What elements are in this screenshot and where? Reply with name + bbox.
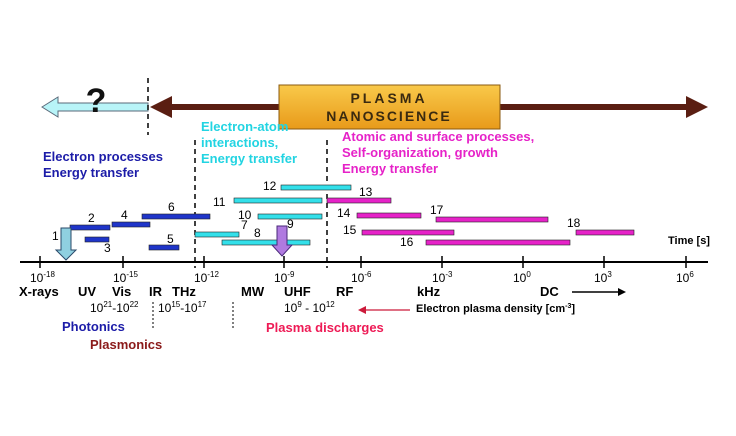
svg-text:Energy transfer: Energy transfer [43, 165, 139, 180]
atomic-surface-label: Atomic and surface processes, Self-organ… [342, 129, 534, 176]
process-label-12: 12 [263, 179, 277, 193]
svg-text:Energy transfer: Energy transfer [342, 161, 438, 176]
process-label-9: 9 [287, 217, 294, 231]
process-bar-6 [141, 213, 211, 220]
banner-title-line2: NANOSCIENCE [326, 108, 451, 124]
svg-text:109 - 1012: 109 - 1012 [284, 300, 335, 315]
process-bar-8 [221, 239, 311, 246]
spectrum-ir: IR [149, 284, 163, 299]
plasma-nanoscience-banner: PLASMA NANOSCIENCE [278, 84, 501, 130]
spectrum-rf: RF [336, 284, 353, 299]
process-bar-3 [84, 236, 110, 243]
process-label-18: 18 [567, 216, 581, 230]
time-axis: 10-18 10-15 10-12 10-9 10-6 10-3 100 103 106 Tim… [20, 235, 710, 285]
dc-arrow [572, 288, 626, 296]
svg-text:Energy transfer: Energy transfer [201, 151, 297, 166]
electron-density-label: Electron plasma density [cm-3] [416, 303, 575, 315]
density-range-3: 109 - 1012 [284, 300, 335, 315]
process-bar-11 [233, 197, 323, 204]
process-label-14: 14 [337, 206, 351, 220]
spectrum-uv: UV [78, 284, 96, 299]
photonics-label: Photonics [62, 319, 125, 334]
svg-text:Electron-atom: Electron-atom [201, 119, 288, 134]
svg-text:1021-1022: 1021-1022 [90, 300, 139, 315]
spectrum-dc: DC [540, 284, 559, 299]
time-tick-label-1: 10-15 [113, 270, 138, 285]
plasma-discharges-label: Plasma discharges [266, 320, 384, 335]
process-bar-10 [257, 213, 323, 220]
spectrum-khz: kHz [417, 284, 441, 299]
process-label-15: 15 [343, 223, 357, 237]
spectrum-thz: THz [172, 284, 196, 299]
process-label-11: 11 [213, 195, 226, 209]
process-bar-16 [425, 239, 571, 246]
density-range-2: 1015-1017 [158, 300, 207, 315]
process-bar-5 [148, 244, 180, 251]
process-label-10: 10 [238, 208, 252, 222]
process-label-3: 3 [104, 241, 111, 255]
time-tick-label-7: 103 [594, 270, 612, 285]
process-label-17: 17 [430, 203, 444, 217]
process-bar-14 [356, 212, 422, 219]
question-mark: ? [86, 82, 107, 120]
svg-text:Electron processes: Electron processes [43, 149, 163, 164]
process-bar-13 [326, 197, 392, 204]
process-label-8: 8 [254, 226, 261, 240]
plasmonics-label: Plasmonics [90, 337, 162, 352]
process-label-1: 1 [52, 229, 59, 243]
density-arrow [358, 306, 410, 314]
time-tick-label-0: 10-18 [30, 270, 55, 285]
banner-title-line1: PLASMA [350, 90, 427, 106]
process-bar-7 [194, 231, 240, 238]
electron-processes-label: Electron processes Energy transfer [43, 149, 163, 180]
spectrum-mw: MW [241, 284, 265, 299]
down-arrow-1-icon [54, 227, 78, 261]
process-bar-18 [575, 229, 635, 236]
spectrum-uhf: UHF [284, 284, 311, 299]
process-bar-4 [111, 221, 151, 228]
electron-atom-label: Electron-atom interactions, Energy trans… [201, 119, 297, 166]
time-tick-label-4: 10-6 [351, 270, 372, 285]
spectrum-vis: Vis [112, 284, 131, 299]
time-tick-label-3: 10-9 [274, 270, 295, 285]
time-tick-label-2: 10-12 [194, 270, 219, 285]
svg-text:interactions,: interactions, [201, 135, 278, 150]
down-arrow-9-icon [270, 225, 294, 257]
density-range-1: 1021-1022 [90, 300, 139, 315]
svg-text:Self-organization, growth: Self-organization, growth [342, 145, 498, 160]
time-tick-label-8: 106 [676, 270, 694, 285]
process-label-2: 2 [88, 211, 95, 225]
process-label-13: 13 [359, 185, 373, 199]
process-bar-12 [280, 184, 352, 191]
process-label-16: 16 [400, 235, 414, 249]
spectrum-xrays: X-rays [19, 284, 59, 299]
svg-text:1015-1017: 1015-1017 [158, 300, 207, 315]
time-tick-label-6: 100 [513, 270, 531, 285]
process-bar-15 [361, 229, 455, 236]
process-label-6: 6 [168, 200, 175, 214]
process-label-4: 4 [121, 208, 128, 222]
process-bar-17 [435, 216, 549, 223]
spectrum-labels: X-rays UV Vis IR THz MW UHF RF kHz DC [19, 284, 559, 299]
process-label-7: 7 [241, 218, 248, 232]
process-label-5: 5 [167, 232, 174, 246]
time-tick-label-5: 10-3 [432, 270, 453, 285]
svg-text:Atomic and surface processes,: Atomic and surface processes, [342, 129, 534, 144]
process-bar-2 [69, 224, 111, 231]
time-axis-label: Time [s] [668, 235, 710, 247]
